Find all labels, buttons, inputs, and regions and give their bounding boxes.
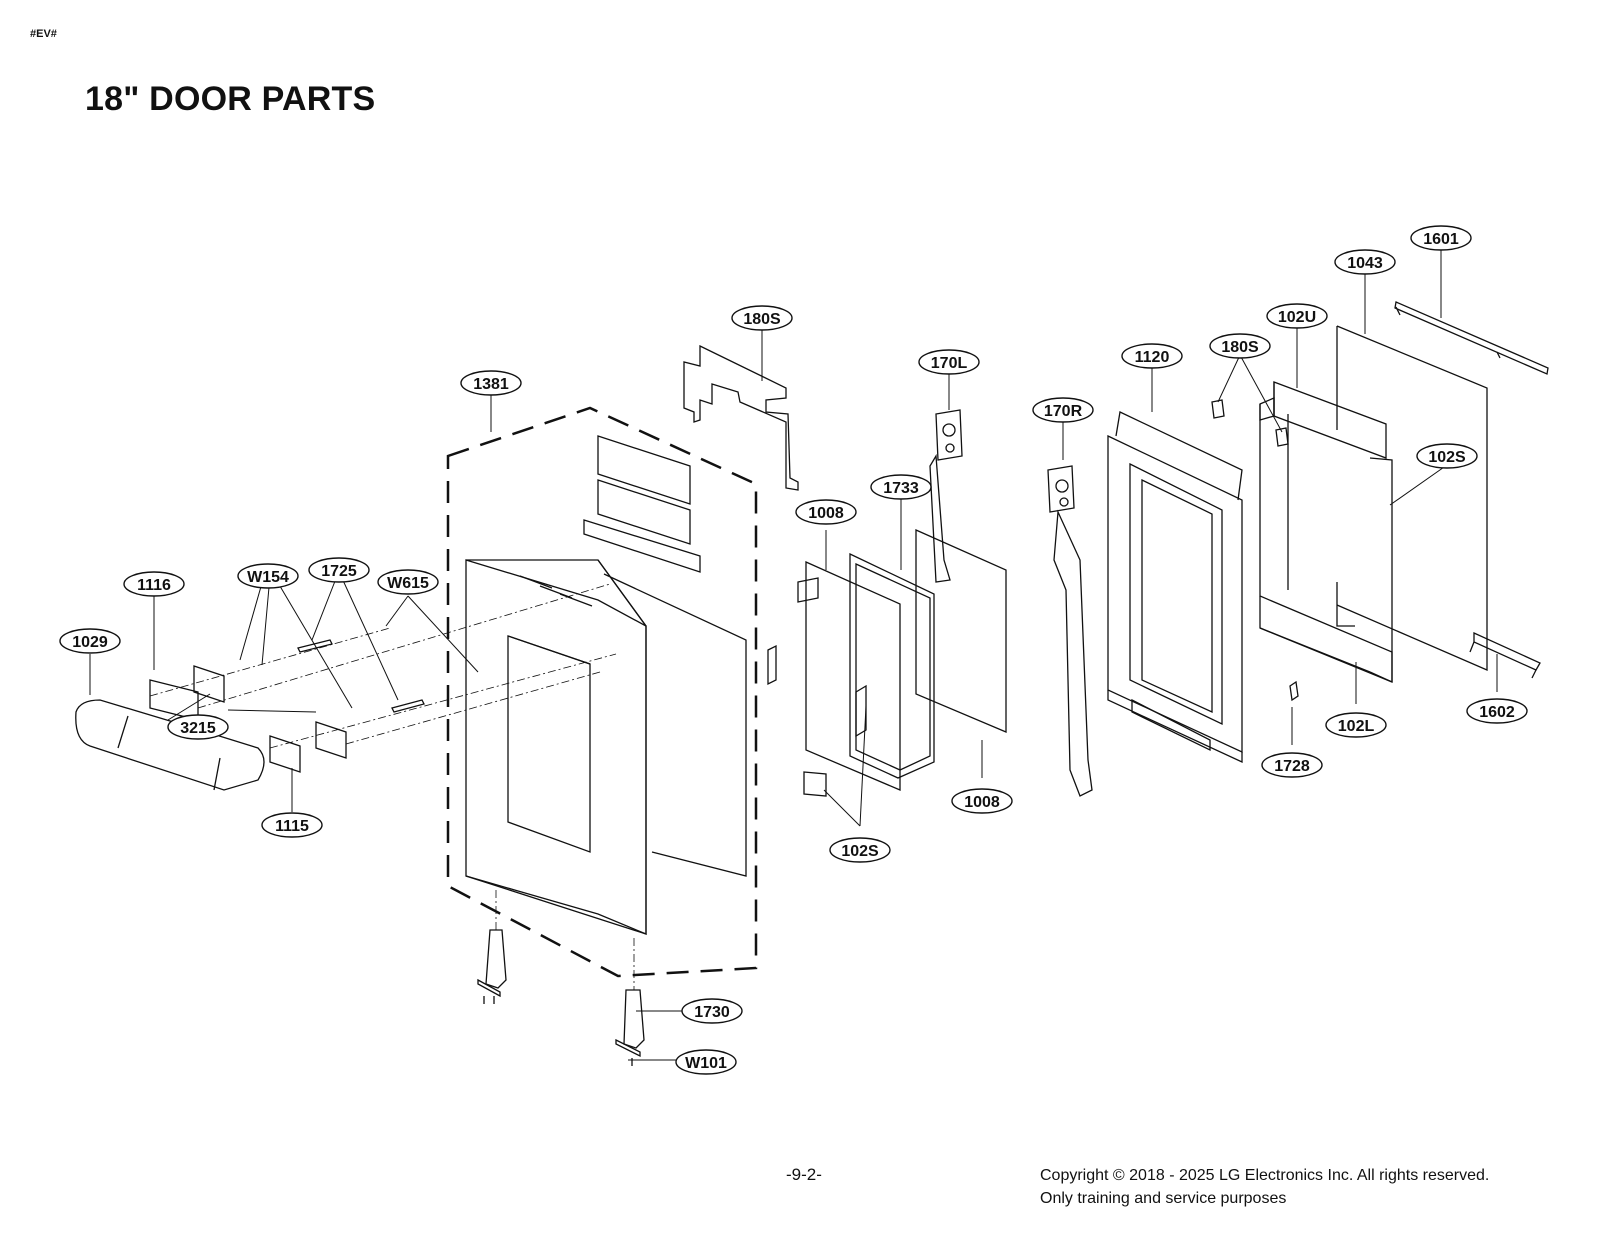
svg-text:1115: 1115 [275,818,309,835]
part-label: 3215 [167,714,229,740]
part-label: 180S [731,305,793,331]
part-callouts: 1601 1043 102U 180S 1120 170L 180S 1381 … [59,225,1528,1075]
part-label: 180S [1209,333,1271,359]
svg-text:1728: 1728 [1274,758,1310,775]
part-label: 1381 [460,370,522,396]
part-label: 1730 [681,998,743,1024]
svg-text:1043: 1043 [1347,255,1383,272]
part-label: 1733 [870,474,932,500]
part-label: 1602 [1466,698,1528,724]
svg-text:W154: W154 [247,569,289,586]
part-label: 1120 [1121,343,1183,369]
svg-text:1733: 1733 [883,480,919,497]
svg-text:1725: 1725 [321,563,357,580]
usage-note: Only training and service purposes [1040,1190,1287,1207]
svg-text:102S: 102S [841,843,879,860]
part-label: 1043 [1334,249,1396,275]
part-label: 1029 [59,628,121,654]
part-label: 1728 [1261,752,1323,778]
part-label: 1601 [1410,225,1472,251]
part-label: 1008 [795,499,857,525]
svg-text:1029: 1029 [72,634,108,651]
copyright-notice: Copyright © 2018 - 2025 LG Electronics I… [1040,1164,1489,1210]
svg-text:102U: 102U [1278,309,1316,326]
svg-text:1008: 1008 [964,794,1000,811]
leader-lines [89,249,1498,1061]
svg-text:1601: 1601 [1423,231,1459,248]
part-label: W154 [237,563,299,589]
svg-text:102S: 102S [1428,449,1466,466]
part-label: 1725 [308,557,370,583]
svg-text:1116: 1116 [137,577,171,594]
part-label: 102U [1266,303,1328,329]
part-label: 1008 [951,788,1013,814]
svg-text:1120: 1120 [1135,349,1170,366]
page-title: 18" DOOR PARTS [85,80,376,118]
copyright-line: Copyright © 2018 - 2025 LG Electronics I… [1040,1167,1490,1184]
svg-text:1730: 1730 [694,1004,730,1021]
svg-text:180S: 180S [743,311,781,328]
part-label: 102L [1325,712,1387,738]
part-label: W615 [377,569,439,595]
svg-text:1602: 1602 [1479,704,1515,721]
part-label: 1116 [123,571,185,597]
svg-text:170L: 170L [931,355,968,372]
part-label: 102S [1416,443,1478,469]
document-tag: #EV# [30,28,57,40]
part-label: 1115 [261,812,323,838]
svg-text:W615: W615 [387,575,429,592]
svg-text:3215: 3215 [180,720,216,737]
svg-text:1008: 1008 [808,505,844,522]
part-label: W101 [675,1049,737,1075]
svg-text:1381: 1381 [473,376,509,393]
svg-text:102L: 102L [1338,718,1375,735]
page-number: -9-2- [786,1165,822,1184]
svg-text:170R: 170R [1044,403,1083,420]
part-label: 170L [918,349,980,375]
svg-text:W101: W101 [685,1055,727,1072]
svg-text:180S: 180S [1221,339,1259,356]
part-label: 102S [829,837,891,863]
part-label: 170R [1032,397,1094,423]
